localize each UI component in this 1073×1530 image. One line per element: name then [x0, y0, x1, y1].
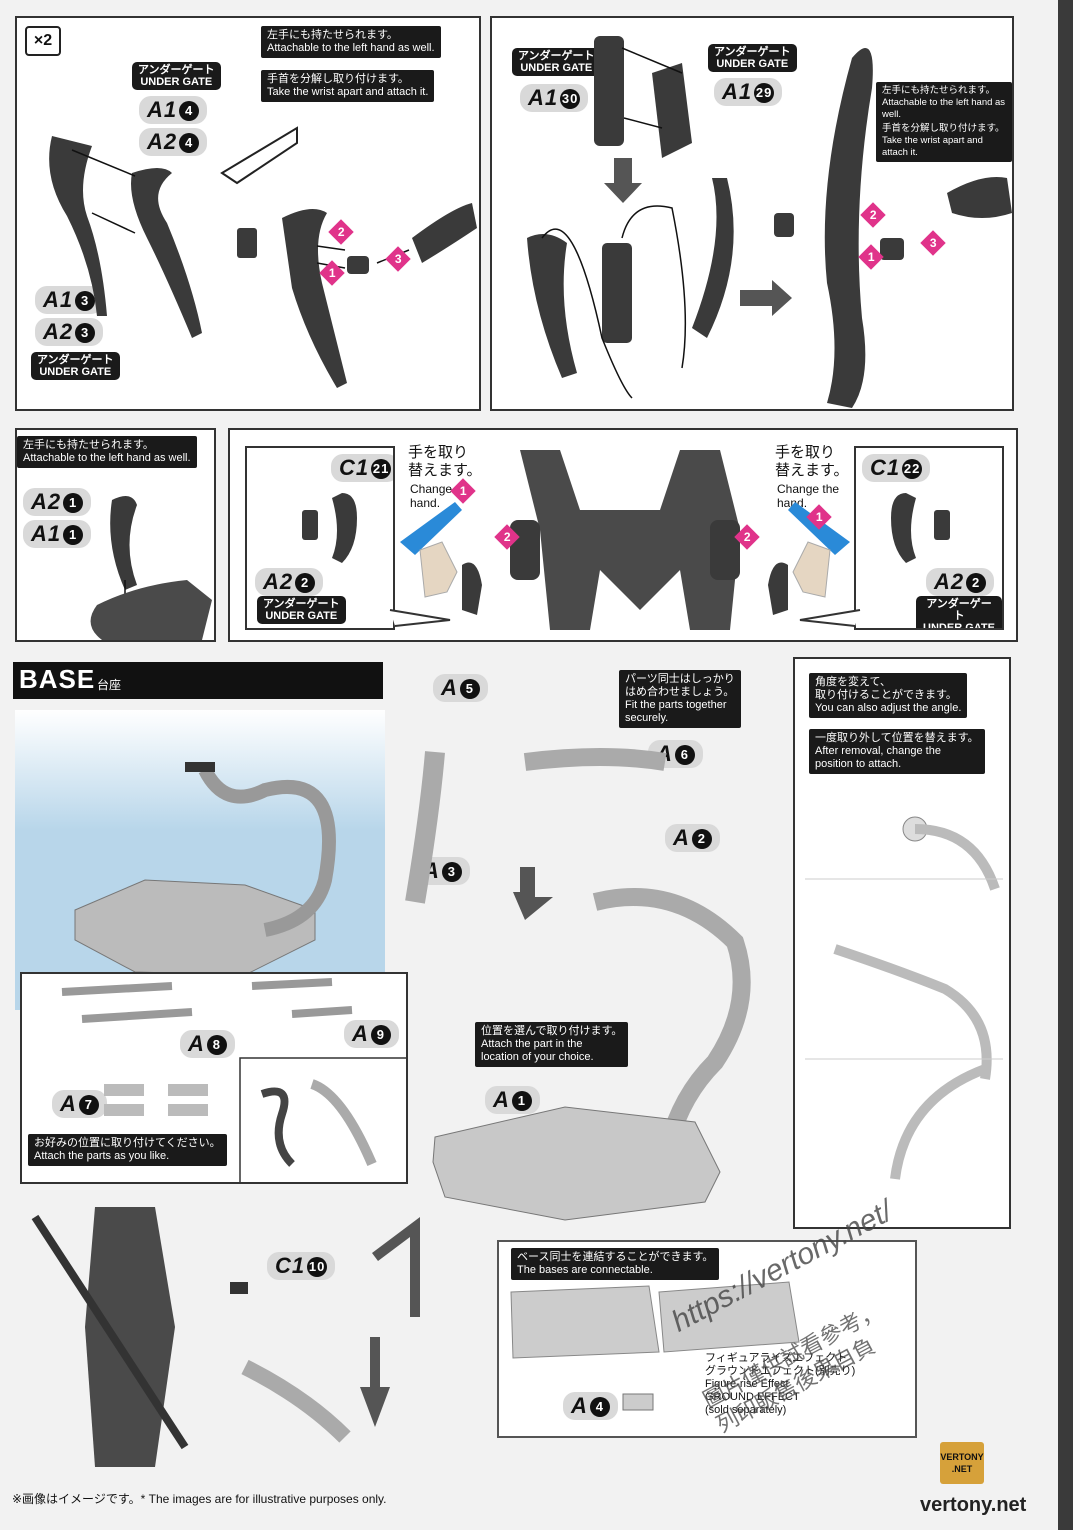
extension-parts-illustration [61, 978, 406, 1182]
panel1-illustration [49, 126, 477, 388]
change-hand-left-jp: 手を取り 替えます。 [408, 444, 482, 479]
section-title-bar: BASE 台座 [13, 662, 383, 699]
note-change-position: 一度取り外して位置を替えます。 After removal, change th… [809, 729, 985, 774]
section-title: BASE [19, 664, 96, 694]
ground-effect-text: フィギュアライズエフェクト グラウンドエフェクト(別売り) Figure-ris… [705, 1352, 856, 1416]
note-wrist: 手首を分解し取り付けます。 Take the wrist apart and a… [261, 70, 435, 102]
note-wrist: 手首を分解し取り付けます。 Take the wrist apart and a… [876, 120, 1012, 162]
robot-figure-illustration [389, 450, 861, 630]
connectable-bases-illustration [510, 1281, 800, 1411]
page-edge [1058, 0, 1073, 1530]
vertony-logo: VERTONY .NET [940, 1442, 984, 1484]
note-left-hand: 左手にも持たせられます。 Attachable to the left hand… [17, 436, 197, 468]
panel-a2-1-a1-1: 左手にも持たせられます。 Attachable to the left hand… [15, 428, 216, 642]
panel3-illustration [90, 496, 212, 640]
change-hand-right-jp: 手を取り 替えます。 [775, 444, 849, 479]
note-bases-connectable: ベース同士を連結することができます。 The bases are connect… [511, 1248, 720, 1280]
panel-connectable-bases: ベース同士を連結することができます。 The bases are connect… [497, 1240, 917, 1438]
panel2-illustration [527, 36, 1012, 408]
note-location: 位置を選んで取り付けます。 Attach the part in the loc… [475, 1022, 629, 1067]
quantity-badge: ×2 [25, 26, 61, 56]
angle-diagram [805, 816, 1003, 1180]
section-title-jp: 台座 [97, 678, 122, 692]
footer-disclaimer: ※画像はイメージです。* The images are for illustra… [12, 1492, 387, 1506]
note-adjust-angle: 角度を変えて、 取り付けることができます。 You can also adjus… [809, 673, 968, 718]
base-arm-illustration [405, 748, 751, 1221]
note-fit-securely: パーツ同士はしっかり はめ合わせましょう。 Fit the parts toge… [619, 670, 741, 728]
note-left-hand: 左手にも持たせられます。 Attachable to the left hand… [876, 82, 1012, 124]
stand-attachment-illustration [31, 1207, 420, 1467]
note-attach-as-you-like: お好みの位置に取り付けてください。 Attach the parts as yo… [28, 1134, 227, 1166]
callout-left-illustration [302, 493, 357, 563]
callout-right-illustration [891, 493, 950, 563]
angle-callout: 角度を変えて、 取り付けることができます。 You can also adjus… [793, 657, 1011, 1229]
note-left-hand: 左手にも持たせられます。 Attachable to the left hand… [261, 26, 441, 58]
vertony-site: vertony.net [920, 1494, 1027, 1516]
base-photo [15, 710, 385, 1010]
base-photo-illustration [74, 762, 336, 976]
